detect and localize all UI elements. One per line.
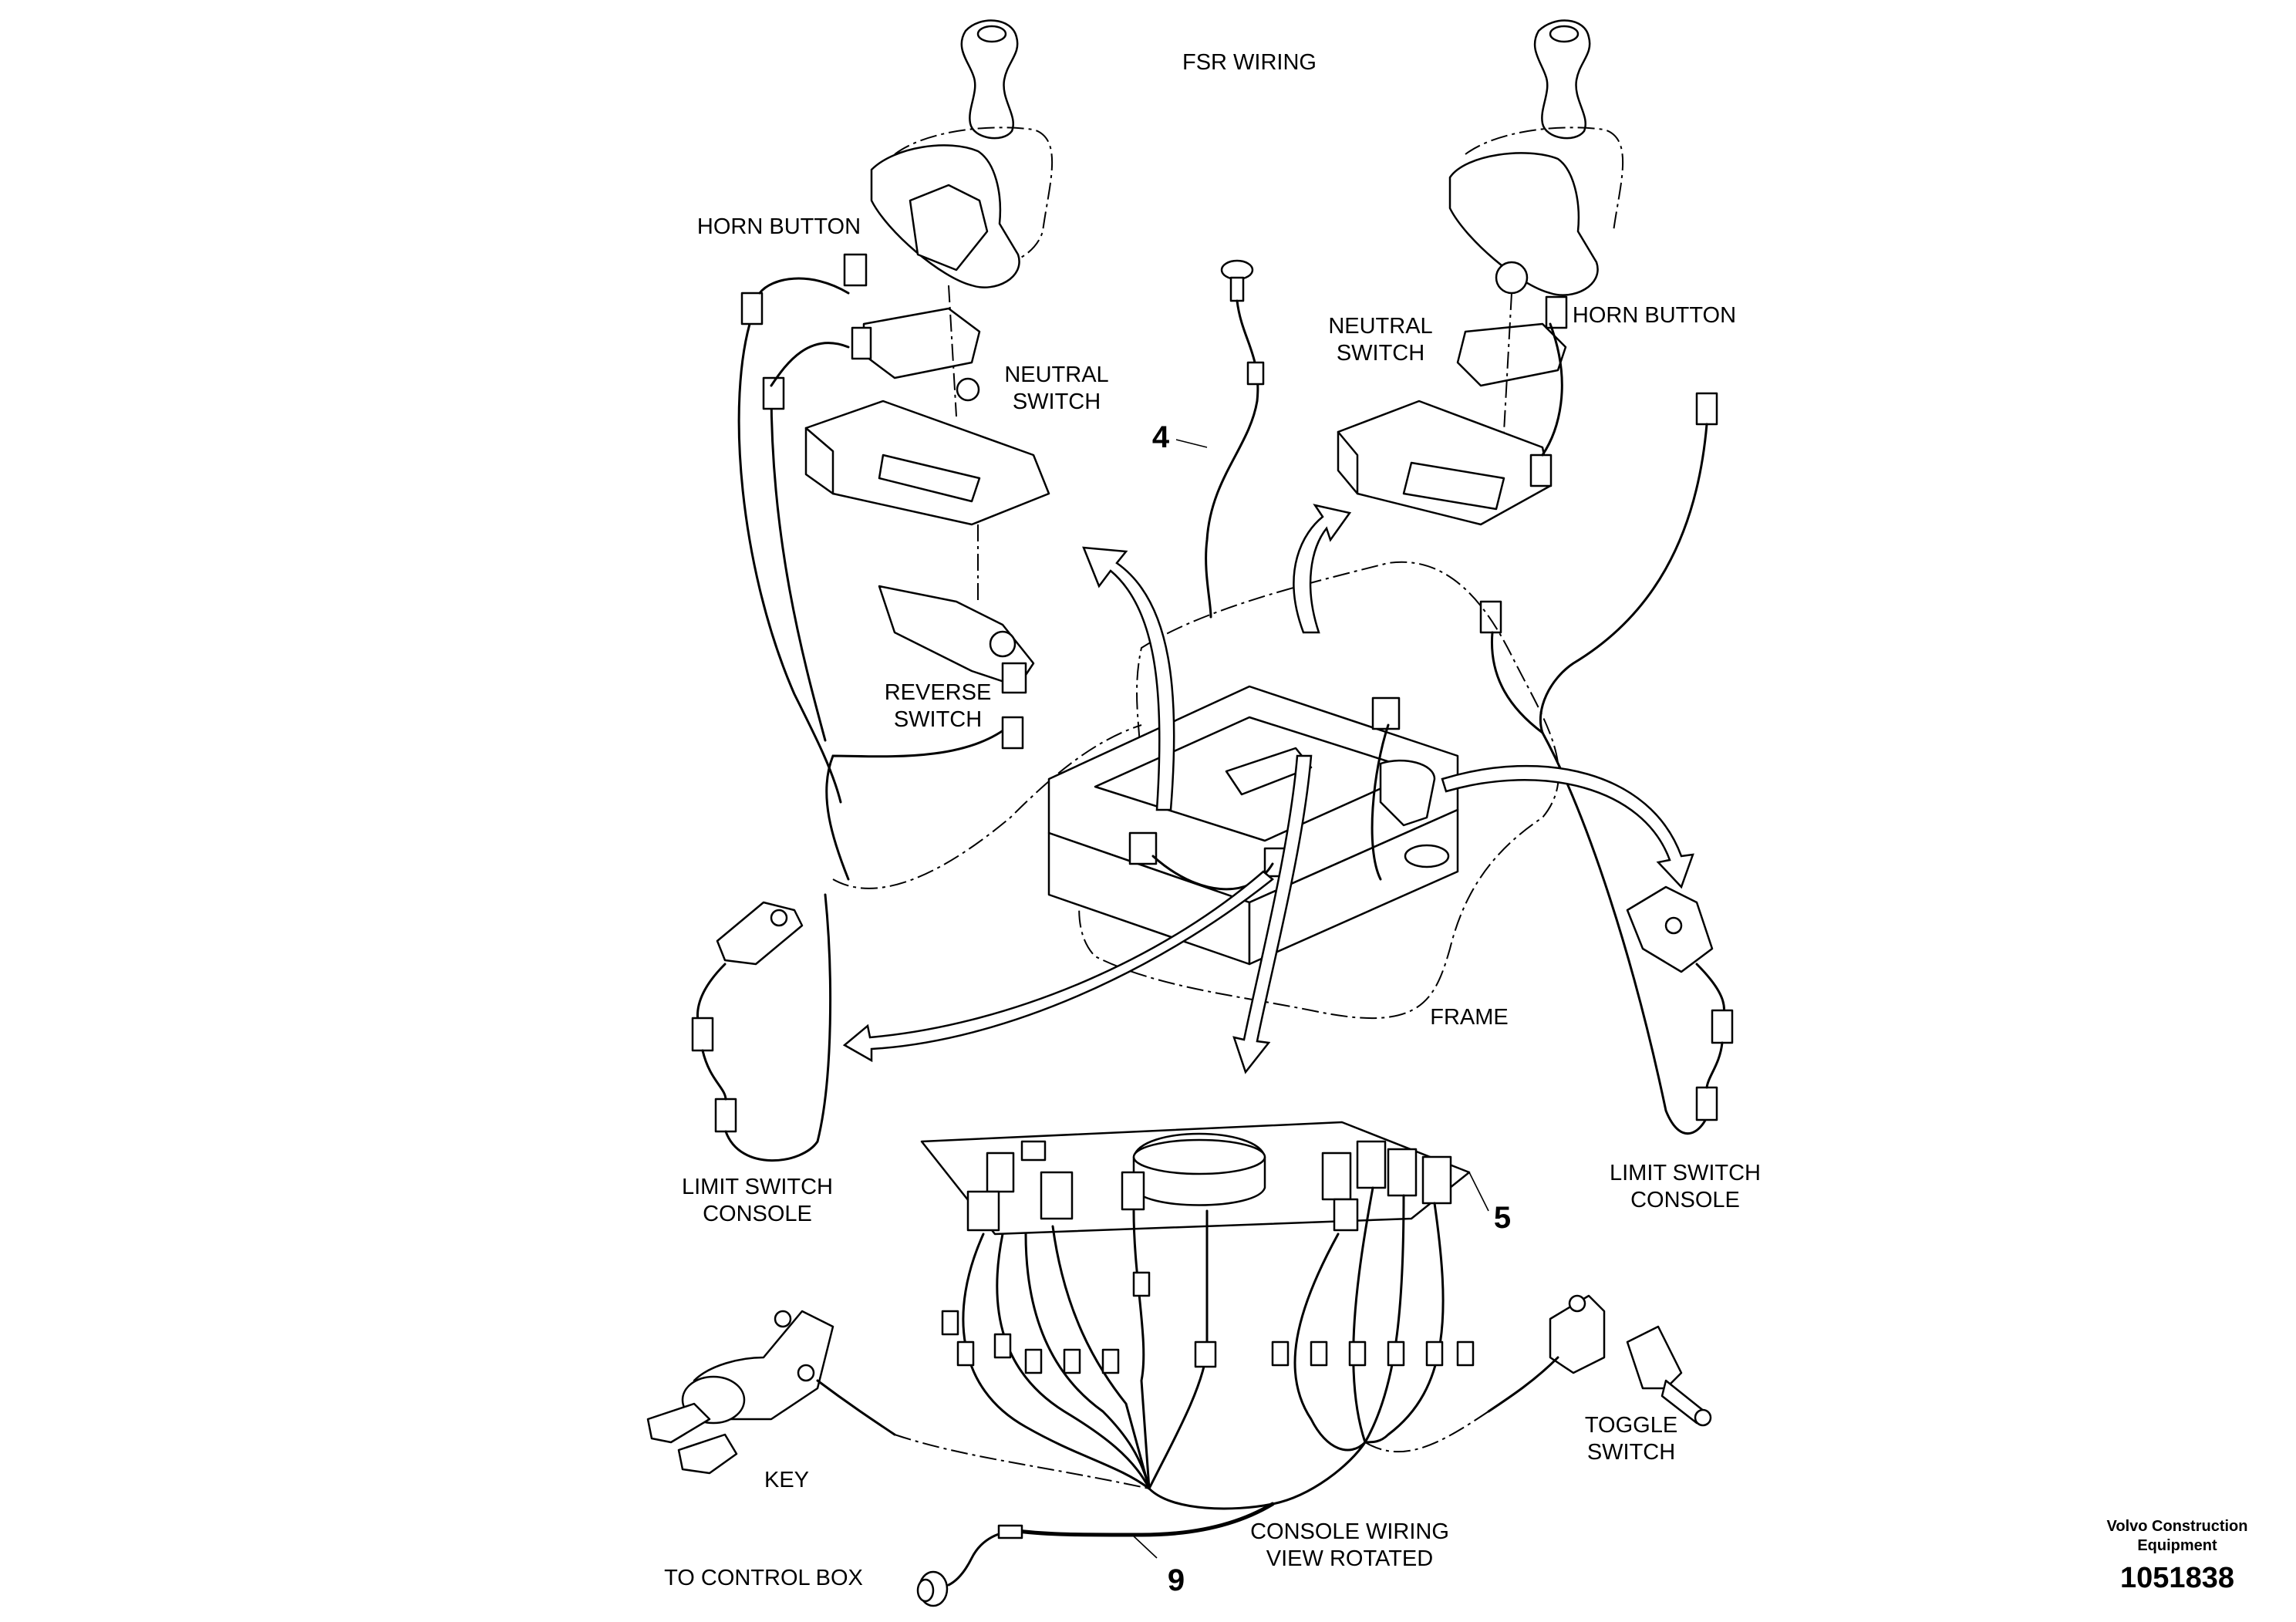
console-panel [920,1121,1489,1510]
brand-name: Volvo Construction [2107,1518,2248,1535]
callout-item-4: 4 [1152,420,1170,454]
labels: FSR WIRING HORN BUTTON HORN BUTTON NEUTR… [664,50,1761,1597]
key-label: KEY [764,1468,809,1492]
item-9-harness [916,1502,1275,1607]
document-number: 1051838 [2120,1562,2234,1594]
reverse-switch-label-line2: SWITCH [894,707,982,732]
neutral-switch-left-label: NEUTRAL [1004,363,1108,387]
reverse-switch-label: REVERSE [885,680,992,705]
limit-switch-console-left [691,893,832,1162]
horn-button-right-label: HORN BUTTON [1573,303,1736,328]
toggle-switch-label-line2: SWITCH [1587,1440,1675,1465]
direction-arrows [842,504,1694,1074]
horn-button-left-label: HORN BUTTON [697,214,861,239]
item-4-cable [1205,259,1265,619]
frame-label: FRAME [1430,1005,1509,1030]
neutral-switch-right-label: NEUTRAL [1328,314,1432,339]
neutral-switch-left-label-line2: SWITCH [1013,389,1101,414]
callout-item-5: 5 [1494,1201,1511,1235]
to-control-box-label: TO CONTROL BOX [664,1566,863,1590]
limit-switch-left-label: LIMIT SWITCH [682,1175,833,1199]
limit-switch-right-label: LIMIT SWITCH [1610,1161,1761,1185]
diagram-title: FSR WIRING [1182,50,1317,75]
toggle-switch-label: TOGGLE [1585,1413,1677,1438]
right-joystick-assembly [1337,19,1718,1135]
toggle-switch [1364,1294,1712,1453]
limit-switch-right-label-line2: CONSOLE [1630,1188,1740,1212]
console-wiring-label-line2: VIEW ROTATED [1266,1546,1433,1571]
callout-item-9: 9 [1168,1563,1185,1597]
console-wiring-label: CONSOLE WIRING [1250,1519,1449,1544]
brand-name-line2: Equipment [2137,1537,2217,1554]
limit-switch-console-right [1626,885,1734,1121]
key-switch [646,1310,1150,1489]
left-joystick-assembly [737,19,1054,881]
limit-switch-left-label-line2: CONSOLE [703,1202,812,1226]
brand-block: Volvo Construction Equipment 1051838 [2107,1518,2248,1594]
neutral-switch-right-label-line2: SWITCH [1337,341,1424,366]
